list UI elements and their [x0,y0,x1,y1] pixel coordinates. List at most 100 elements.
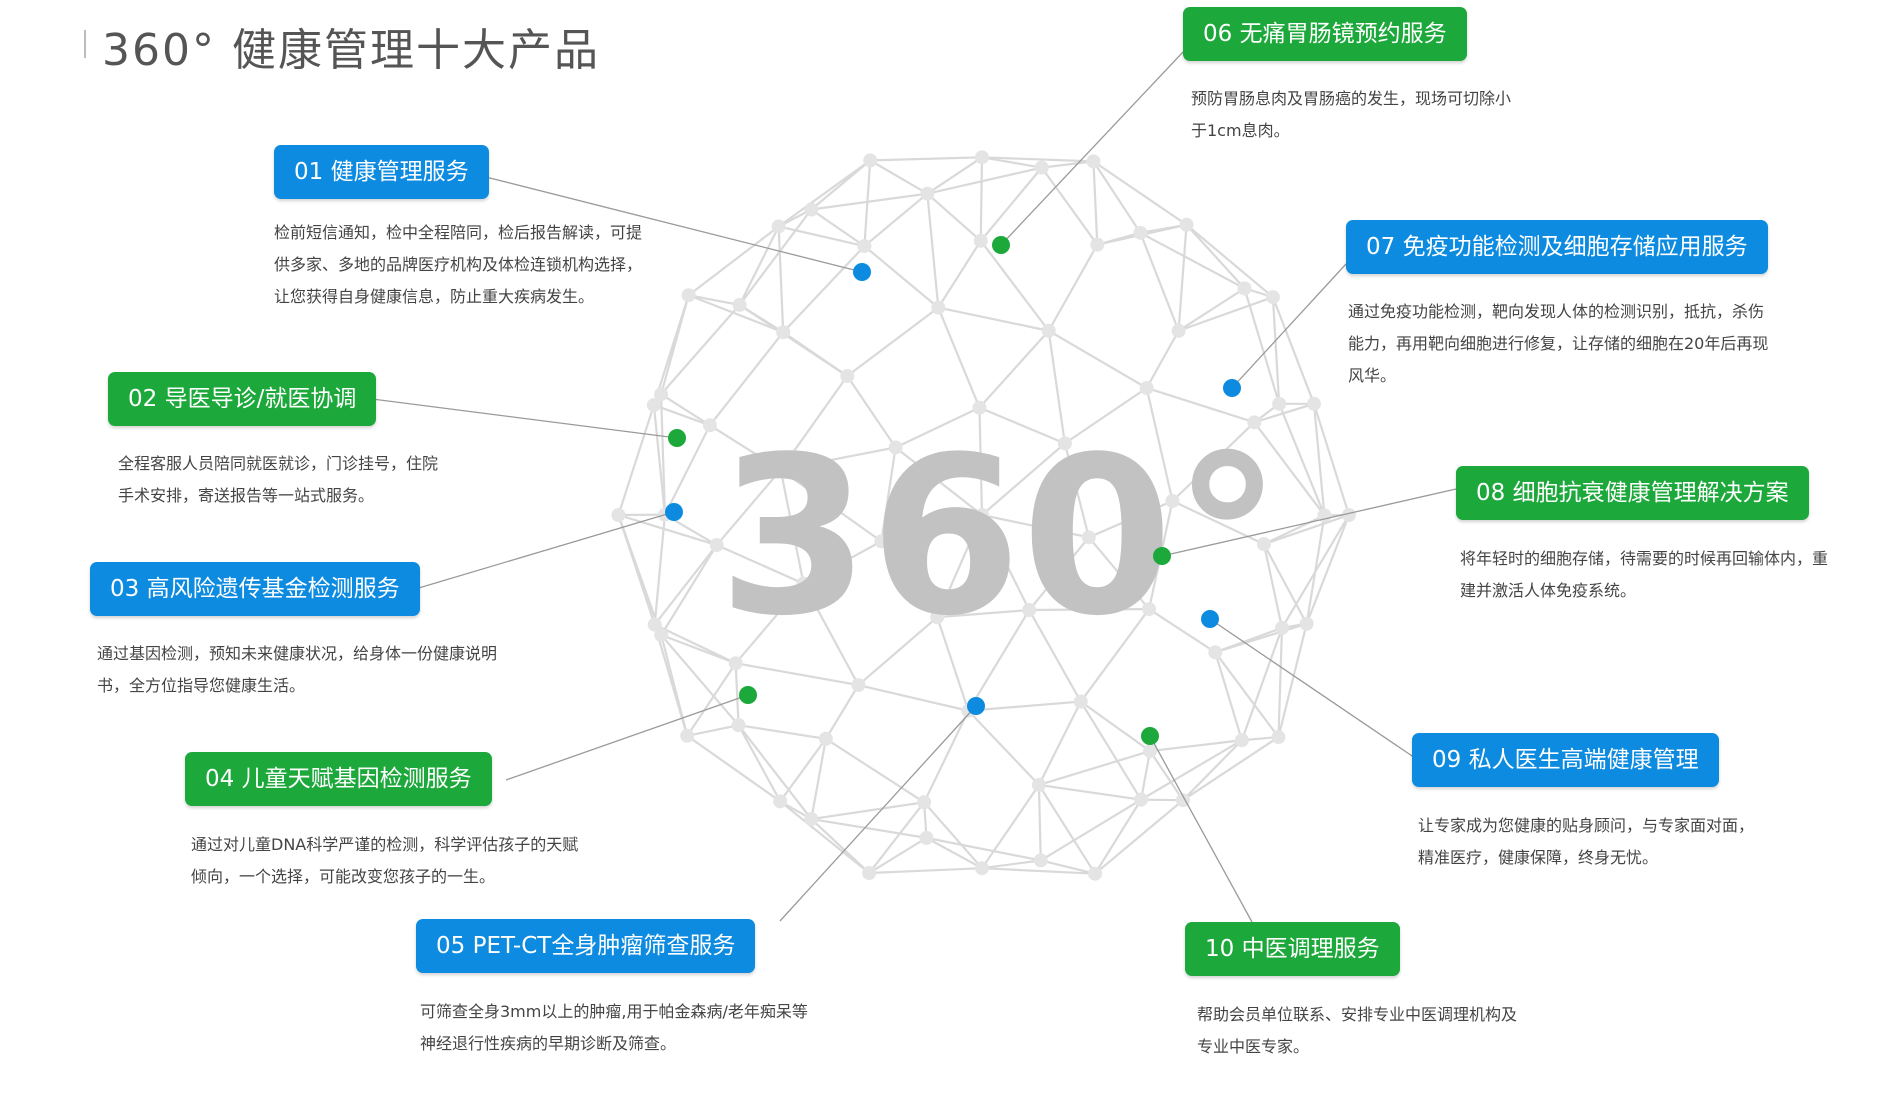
page-title: 360° 健康管理十大产品 [102,25,600,76]
mesh-edge [688,294,784,334]
mesh-edge [1028,609,1082,703]
mesh-edge [936,616,970,712]
mesh-edge [734,582,805,664]
mesh-edge [1047,244,1099,332]
mesh-node [1247,415,1262,430]
mesh-node [654,628,669,643]
mesh-node [862,866,877,881]
mesh-edge [1140,739,1243,801]
mesh-edge [811,817,927,839]
mesh-edge [660,544,718,636]
mesh-edge [779,375,849,471]
mesh-edge [1185,224,1246,290]
mesh-edge [660,393,711,427]
mesh-edge [709,331,785,426]
mesh-node [917,795,932,810]
leader-line [469,172,863,273]
mesh-edge [617,514,663,636]
mesh-edge [1087,536,1150,610]
mesh-edge [1262,543,1308,625]
mesh-node [874,534,889,549]
mesh-edge [863,245,939,309]
mesh-edge [653,514,667,625]
mesh-edge [1048,329,1148,389]
mesh-edge [868,801,926,874]
mesh-node [1142,602,1157,617]
mesh-edge [1040,859,1096,875]
mesh-node [1265,290,1280,305]
mesh-edge [811,192,928,211]
mesh-node [680,728,695,743]
mesh-edge [968,700,1081,712]
mesh-edge [981,156,1094,163]
product-10-title: 10 中医调理服务 [1205,936,1380,962]
leader-lines [371,51,1457,923]
product-06-title: 06 无痛胃肠镜预约服务 [1203,21,1447,47]
mesh-edge [1178,296,1274,332]
mesh-edge [1145,387,1174,502]
mesh-edge [1271,296,1316,405]
connector-dot [853,263,871,281]
product-07-title: 07 免疫功能检测及细胞存储应用服务 [1366,234,1748,260]
mesh-node [773,794,788,809]
mesh-edge [716,544,804,585]
mesh-edge [686,724,739,737]
mesh-edge [1038,750,1151,787]
mesh-node [776,325,791,340]
mesh-edge [618,513,718,547]
mesh-edge [1140,223,1187,234]
connector-dot [1223,379,1241,397]
product-01-desc: 检前短信通知，检中全程陪同，检后报告解读，可提供多家、多地的品牌医疗机构及体检连… [274,223,643,306]
mesh-node [1139,380,1154,395]
title-divider [84,30,86,58]
mesh-edge [1178,287,1246,332]
mesh-edge [981,442,1066,516]
mesh-node [646,398,661,413]
mesh-edge [617,404,655,516]
mesh-node [1088,866,1103,881]
mesh-node [1237,281,1252,296]
product-05-label: 05 PET-CT全身肿瘤筛查服务 [416,919,756,973]
mesh-edge [1253,402,1315,424]
mesh-node [1073,694,1088,709]
mesh-node [796,576,811,591]
connector-dot [739,686,757,704]
mesh-edge [824,684,860,740]
connector-dot [1141,727,1159,745]
product-04-label: 04 儿童天赋基因检测服务 [185,752,492,806]
mesh-edge [937,608,1030,619]
leader-line [1000,51,1184,246]
mesh-node [888,440,903,455]
mesh-edge [923,710,970,803]
mesh-edge [654,623,737,665]
mesh-node [654,387,669,402]
mesh-edge [863,192,929,247]
leader-line [505,694,749,781]
mesh-node [773,462,788,477]
mesh-edge [1185,223,1274,298]
mesh-node [1271,730,1286,745]
product-09-desc: 让专家成为您健康的贴身顾问，与专家面对面，精准医疗，健康保障，终身无忧。 [1418,816,1755,867]
mesh-edge [923,801,983,869]
mesh-node [1179,217,1194,232]
product-08-title: 08 细胞抗衰健康管理解决方案 [1476,480,1789,506]
leader-line [1149,735,1253,923]
mesh-node [1234,733,1249,748]
mesh-edge [895,406,980,449]
mesh-edge [1037,784,1042,861]
connector-dot [992,236,1010,254]
mesh-edge [1305,514,1351,625]
mesh-edge [1182,736,1280,802]
product-03-label: 03 高风险遗传基金检测服务 [90,562,420,616]
mesh-edge [926,156,983,195]
product-05-title: 05 PET-CT全身肿瘤筛查服务 [436,933,736,959]
mesh-node [1041,323,1056,338]
mesh-edge [981,514,1031,611]
mesh-edge [979,406,1066,445]
mesh-node [1306,396,1321,411]
mesh-edge [735,662,859,687]
mesh-node [1143,744,1158,759]
mesh-edge [1064,387,1148,445]
mesh-edge [937,240,982,309]
mesh-edge [857,616,938,686]
